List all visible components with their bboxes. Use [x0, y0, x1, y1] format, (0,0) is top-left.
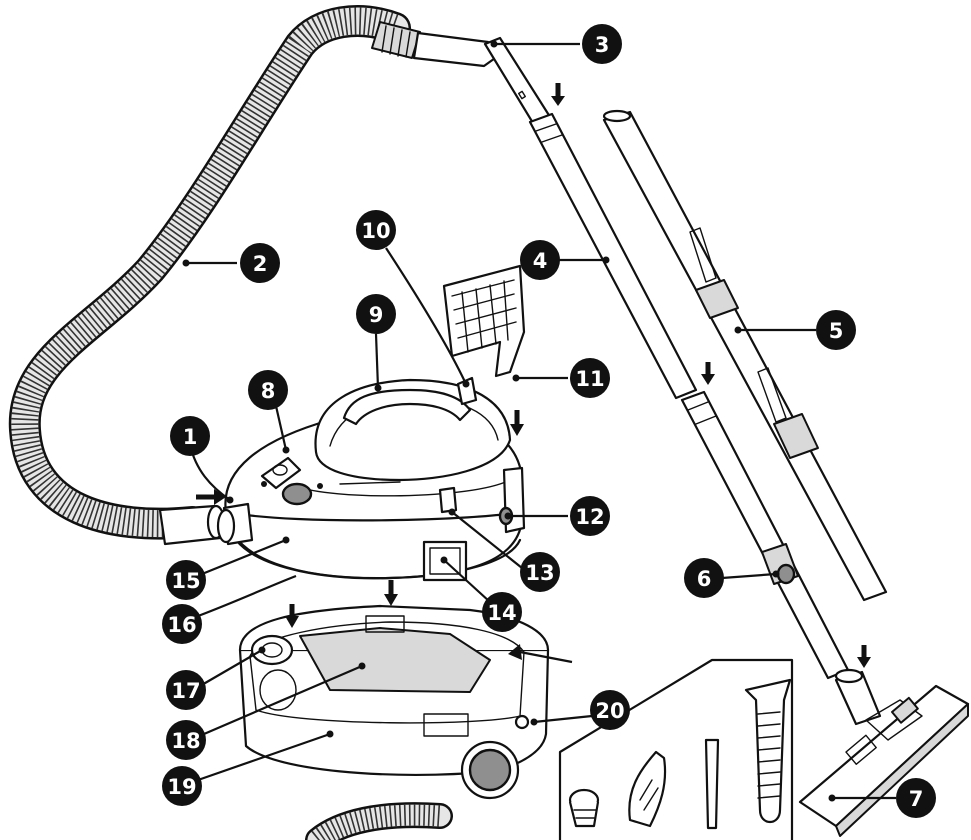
label-16: 16 [162, 604, 202, 644]
svg-text:16: 16 [167, 613, 196, 637]
label-17: 17 [166, 670, 206, 710]
svg-text:8: 8 [261, 379, 276, 403]
svg-text:9: 9 [369, 303, 384, 327]
svg-text:14: 14 [487, 601, 516, 625]
leader-lines [182, 40, 896, 802]
label-2: 2 [240, 243, 280, 283]
svg-text:10: 10 [361, 219, 390, 243]
label-20: 20 [590, 690, 630, 730]
svg-text:6: 6 [697, 567, 712, 591]
exhaust-filter [442, 264, 526, 378]
svg-text:5: 5 [829, 319, 844, 343]
accessories-box [558, 658, 794, 840]
label-3: 3 [582, 24, 622, 64]
extension-tube-upper [602, 109, 888, 602]
label-14: 14 [482, 592, 522, 632]
svg-text:13: 13 [525, 561, 554, 585]
label-19: 19 [162, 766, 202, 806]
part-labels: 1 2 3 4 5 6 7 8 9 10 11 12 13 14 15 16 1… [162, 24, 936, 818]
svg-text:3: 3 [595, 33, 610, 57]
label-8: 8 [248, 370, 288, 410]
svg-text:1: 1 [183, 425, 198, 449]
label-13: 13 [520, 552, 560, 592]
svg-text:11: 11 [575, 367, 604, 391]
label-1: 1 [170, 416, 210, 456]
label-4: 4 [520, 240, 560, 280]
dust-container [238, 604, 550, 800]
label-9: 9 [356, 294, 396, 334]
extension-tube-lower [528, 112, 850, 680]
hose [8, 5, 500, 840]
label-6: 6 [684, 558, 724, 598]
svg-text:20: 20 [595, 699, 624, 723]
assembly-arrows [196, 83, 871, 668]
label-10: 10 [356, 210, 396, 250]
label-7: 7 [896, 778, 936, 818]
bent-tube-upper [483, 36, 554, 130]
svg-text:4: 4 [533, 249, 548, 273]
svg-text:19: 19 [167, 775, 196, 799]
label-12: 12 [570, 496, 610, 536]
label-11: 11 [570, 358, 610, 398]
svg-text:17: 17 [171, 679, 200, 703]
label-15: 15 [166, 560, 206, 600]
motor-unit [216, 376, 526, 582]
label-5: 5 [816, 310, 856, 350]
svg-text:12: 12 [575, 505, 604, 529]
svg-text:15: 15 [171, 569, 200, 593]
svg-text:2: 2 [253, 252, 268, 276]
floor-nozzle [798, 668, 970, 837]
svg-text:18: 18 [171, 729, 200, 753]
svg-text:7: 7 [909, 787, 924, 811]
label-18: 18 [166, 720, 206, 760]
